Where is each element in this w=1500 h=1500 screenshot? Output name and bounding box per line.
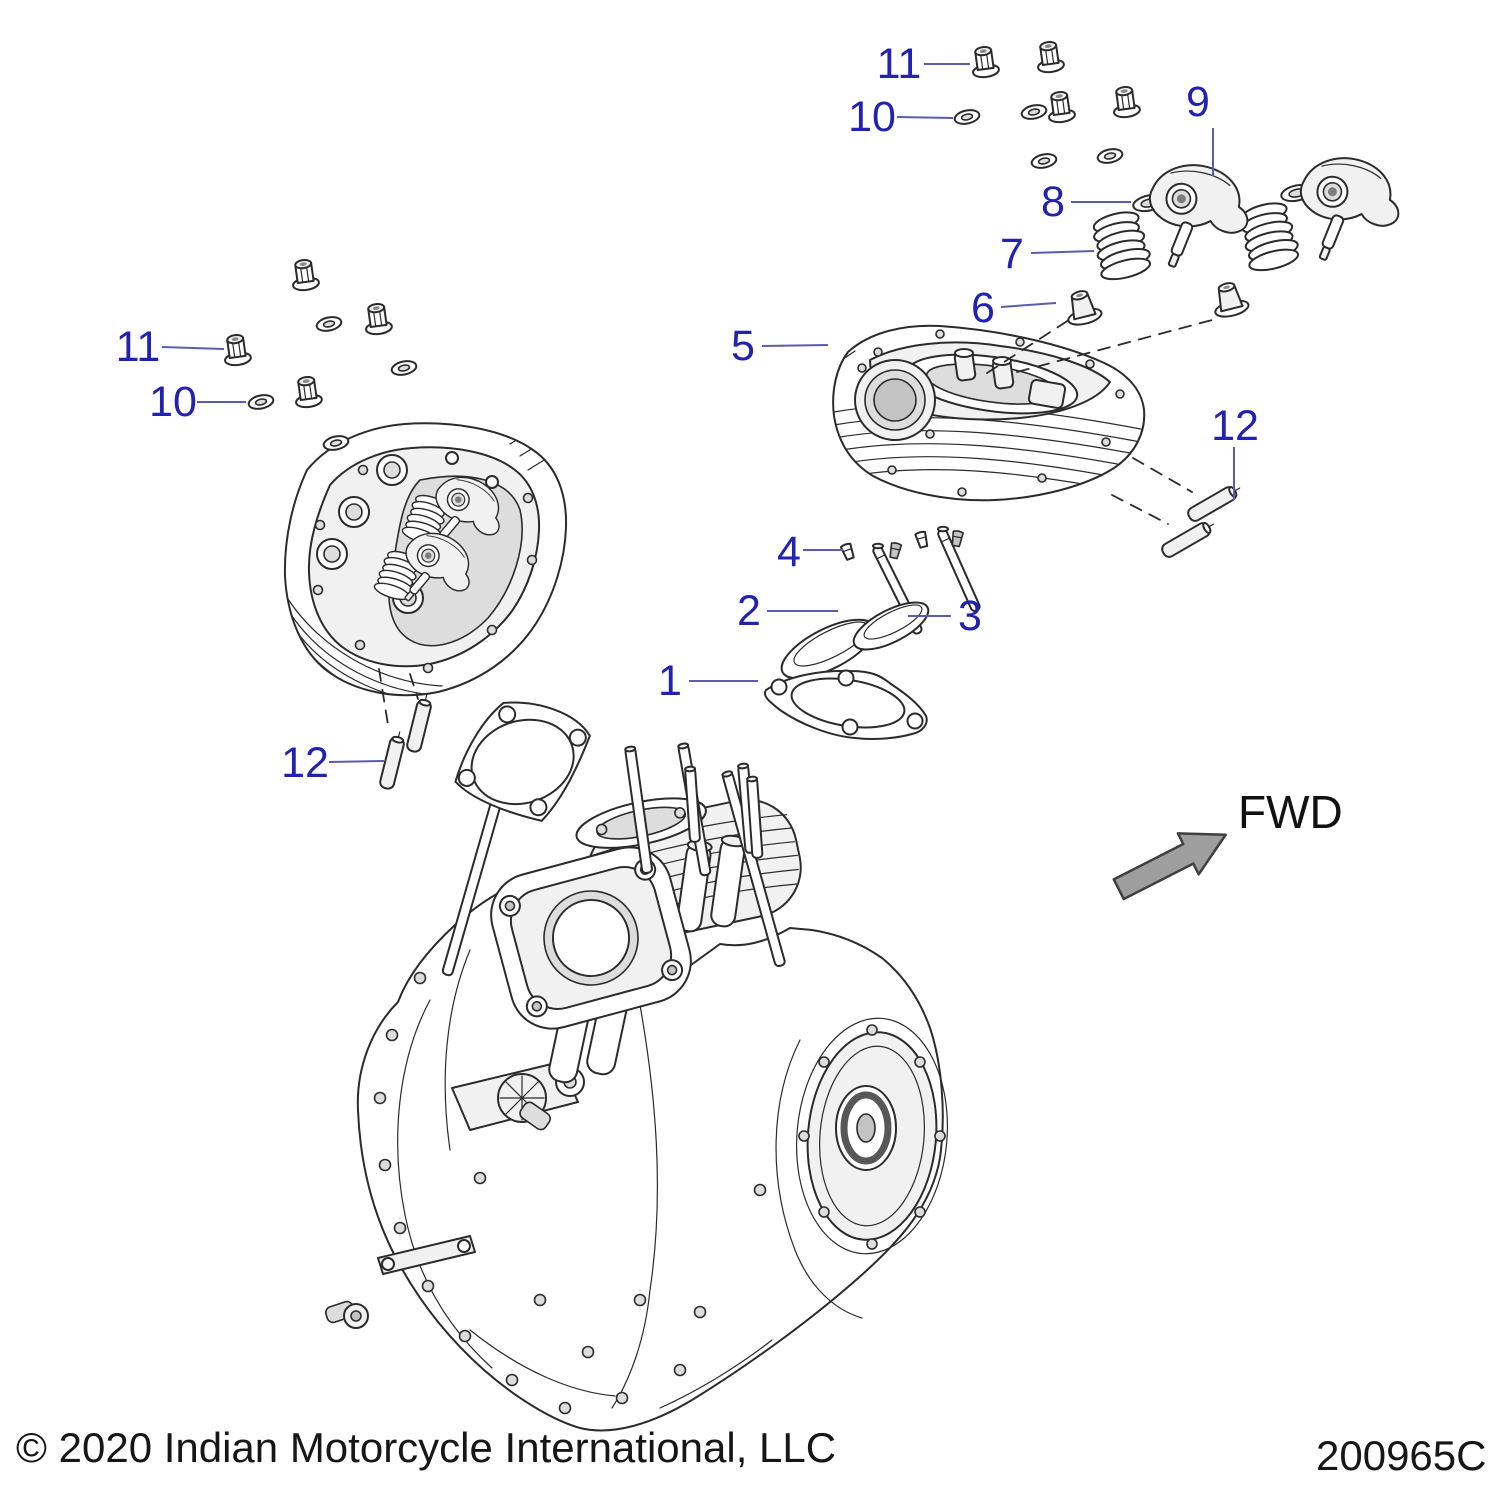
callout-1-label: 1 <box>658 657 682 705</box>
head-nuts-front <box>220 257 394 410</box>
primary-cover <box>795 1017 949 1255</box>
head-nuts-rear <box>968 39 1142 125</box>
fwd-label: FWD <box>1238 786 1343 838</box>
crankcase-assembly <box>324 742 949 1432</box>
callout-9-label: 9 <box>1186 78 1210 126</box>
exhaust-port <box>854 359 936 441</box>
head-gasket-front <box>454 701 591 822</box>
callout-7: 7 <box>1000 230 1095 278</box>
alignment-dash <box>1132 457 1193 493</box>
callout-9: 9 <box>1186 78 1214 176</box>
callout-2-label: 2 <box>737 587 761 635</box>
engine-mount-stub <box>324 1300 369 1329</box>
cylinder-studs <box>441 742 786 977</box>
callout-12-rear-label: 12 <box>1211 402 1259 450</box>
fwd-indicator: FWD <box>1112 786 1343 901</box>
guide-bosses <box>953 348 1067 409</box>
fwd-arrow-icon <box>1112 832 1227 901</box>
indian-motorcycle-emblem <box>835 1085 897 1171</box>
callout-4-label: 4 <box>777 528 801 576</box>
head-gasket-rear <box>764 669 928 740</box>
callout-7-label: 7 <box>1000 230 1024 278</box>
front-cylinder-deck <box>490 846 692 1030</box>
callout-8: 8 <box>1041 178 1131 226</box>
callout-11-rear-label: 11 <box>877 40 922 88</box>
valve-guides-front <box>377 692 435 791</box>
callout-3: 3 <box>908 592 982 640</box>
callout-12-front-label: 12 <box>281 739 329 787</box>
callout-1: 1 <box>658 657 758 705</box>
callout-10-front-label: 10 <box>149 378 197 426</box>
copyright-text: © 2020 Indian Motorcycle International, … <box>16 1424 836 1471</box>
callout-11-rear: 11 <box>877 40 970 88</box>
callout-6-label: 6 <box>971 284 995 332</box>
callout-6: 6 <box>971 284 1057 332</box>
callout-8-label: 8 <box>1041 178 1065 226</box>
callout-10-rear-label: 10 <box>848 93 896 141</box>
callout-10-rear: 10 <box>848 93 954 141</box>
case-bolts <box>373 971 767 1415</box>
callout-12-front: 12 <box>281 739 385 787</box>
alignment-dash <box>409 673 419 700</box>
output-shaft <box>497 1073 552 1131</box>
valve-seals <box>1061 278 1252 329</box>
callout-11-front: 11 <box>116 323 225 371</box>
alignment-dash <box>986 317 1073 374</box>
alignment-dash <box>1016 319 1213 373</box>
alignment-dash <box>1111 494 1169 525</box>
callout-12-rear: 12 <box>1211 402 1259 500</box>
callout-5-label: 5 <box>731 322 755 370</box>
callout-5: 5 <box>731 322 829 370</box>
rear-cylinder-head <box>832 324 1146 502</box>
cover-bolts <box>798 1024 946 1250</box>
valve-guides-rear <box>1158 480 1245 561</box>
callout-4: 4 <box>777 528 843 576</box>
front-cylinder-head <box>283 422 568 697</box>
part-number: 200965C <box>1316 1432 1486 1479</box>
callout-2: 2 <box>737 587 838 635</box>
alignment-dash <box>378 668 390 732</box>
exhaust-valve <box>852 525 981 651</box>
callout-3-label: 3 <box>958 592 982 640</box>
head-washers-rear <box>952 102 1125 171</box>
callouts: 1 2 3 4 5 6 7 8 <box>116 40 1259 787</box>
callout-10-front: 10 <box>149 378 246 426</box>
callout-11-front-label: 11 <box>116 323 161 371</box>
